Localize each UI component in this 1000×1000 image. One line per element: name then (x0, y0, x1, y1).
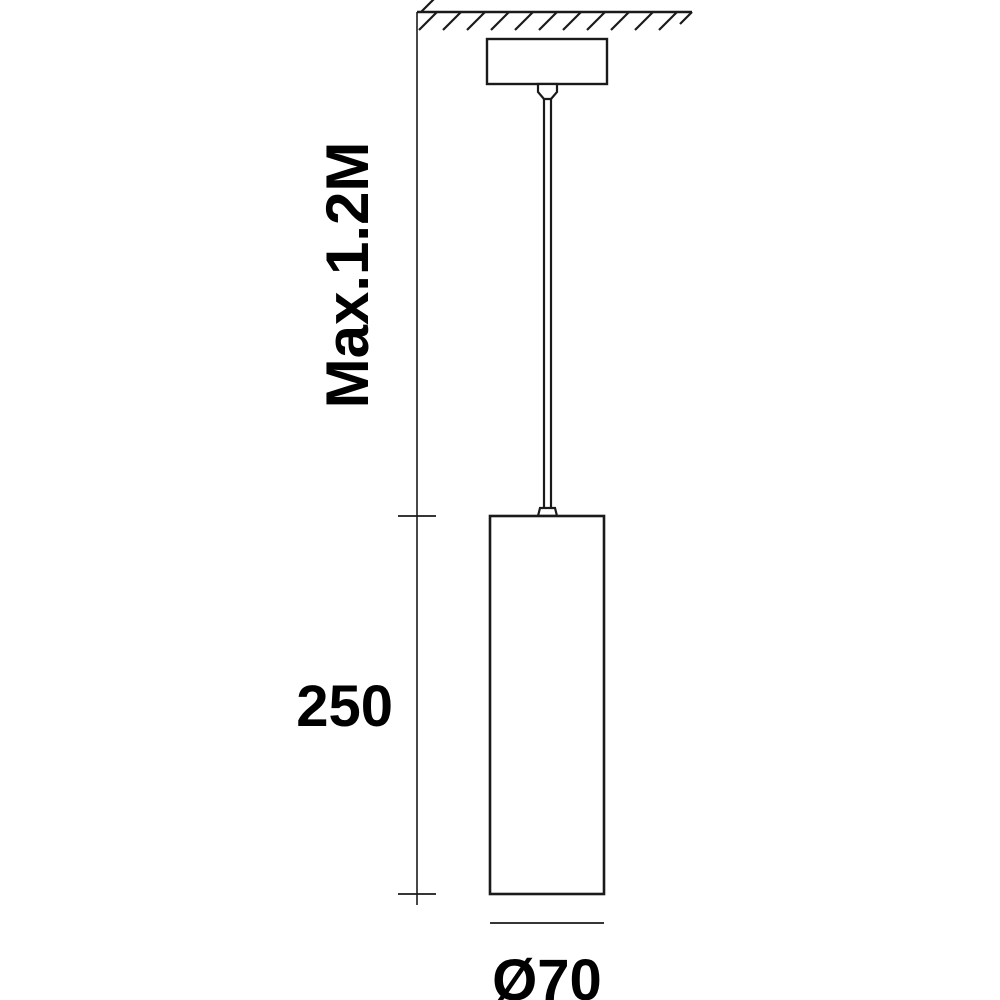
diameter-label: Ø70 (492, 948, 602, 1000)
cylindrical-lamp-body (488, 514, 606, 896)
suspension-cable (536, 99, 559, 518)
body-height-label: 250 (296, 674, 393, 739)
suspension-dimension-label: Max.1.2M (314, 142, 381, 409)
ceiling-hatching (417, 0, 693, 31)
ceiling-canopy (485, 37, 609, 101)
diameter-dimension: Ø70 (490, 922, 604, 1000)
suspension-dimension: Max.1.2M (314, 12, 436, 905)
body-height-dimension: 250 (296, 674, 393, 739)
